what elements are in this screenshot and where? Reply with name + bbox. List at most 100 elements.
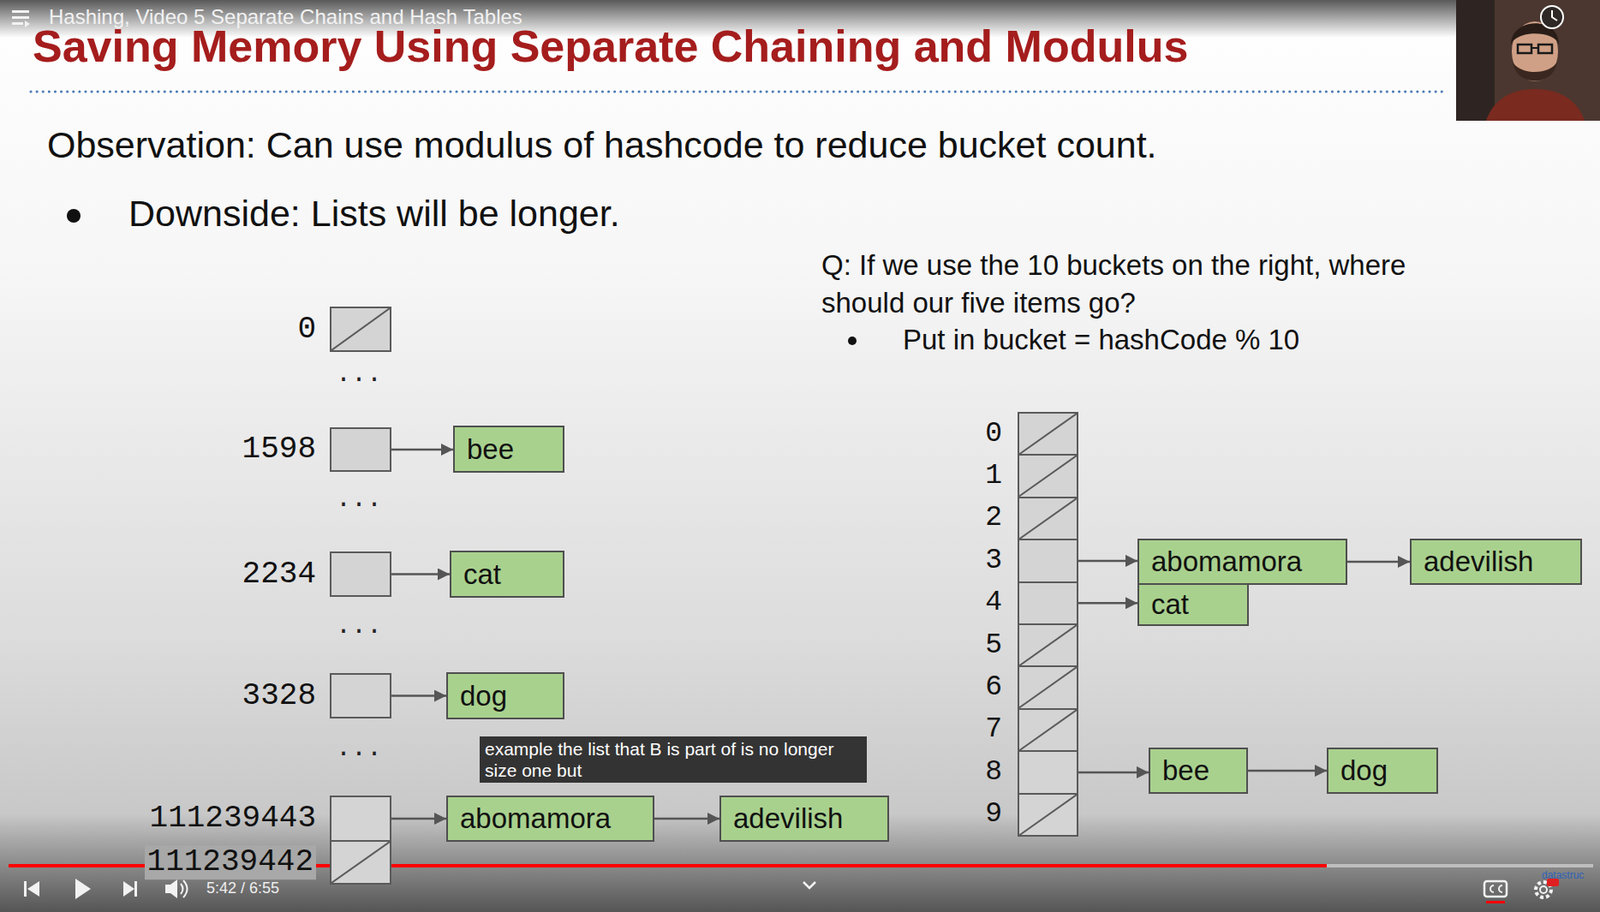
dotted-rule bbox=[30, 91, 1448, 93]
menu-icon bbox=[11, 16, 30, 19]
item-text: cat bbox=[1139, 588, 1201, 621]
hash-bucket: 111239442 bbox=[329, 840, 392, 885]
hash-bucket: 0 bbox=[329, 306, 392, 353]
null-slash bbox=[331, 308, 390, 351]
null-slash bbox=[1019, 794, 1077, 836]
null-slash bbox=[1019, 667, 1077, 708]
hash-bucket: 5 bbox=[1017, 623, 1079, 668]
list-item-box: abomamora bbox=[1137, 538, 1348, 586]
player-controls bbox=[123, 881, 135, 897]
webcam-picture bbox=[1517, 44, 1532, 54]
player-controls bbox=[1490, 885, 1494, 893]
webcam-picture bbox=[1511, 21, 1559, 82]
clock-icon bbox=[1540, 5, 1564, 29]
null-slash bbox=[1019, 413, 1077, 454]
list-item-box: abomamora bbox=[446, 795, 655, 842]
item-text: dog bbox=[447, 680, 520, 713]
item-text: abomamora bbox=[447, 802, 623, 836]
webcam-picture bbox=[1456, 0, 1495, 121]
player-controls bbox=[170, 879, 178, 899]
bullet-text: Downside: Lists will be longer. bbox=[128, 192, 621, 235]
null-slash bbox=[1019, 710, 1077, 751]
bucket-index: 0 bbox=[297, 312, 317, 347]
dotted-rule bbox=[30, 90, 1448, 94]
item-text: cat bbox=[451, 558, 514, 592]
null-slash bbox=[331, 308, 390, 351]
bucket-index: 111239443 bbox=[149, 801, 317, 836]
list-item-box: cat bbox=[449, 550, 565, 598]
watermark: datastruc bbox=[1541, 869, 1584, 882]
null-slash bbox=[331, 841, 390, 884]
bucket-index: 8 bbox=[985, 757, 1003, 789]
menu-icon bbox=[11, 10, 30, 28]
hash-bucket: 7 bbox=[1017, 708, 1079, 753]
null-slash bbox=[1019, 413, 1077, 454]
ellipsis: ... bbox=[335, 359, 383, 389]
pointer-arrow bbox=[1347, 561, 1410, 564]
ellipsis: ... bbox=[335, 484, 383, 514]
menu-icon bbox=[11, 10, 30, 13]
bucket-index: 4 bbox=[985, 587, 1003, 619]
hash-bucket: 8 bbox=[1017, 750, 1079, 795]
hash-bucket: 9 bbox=[1017, 793, 1079, 837]
bucket-index: 3 bbox=[985, 545, 1003, 577]
time-display: 5:42 / 6:55 bbox=[206, 879, 280, 898]
item-text: adevilish bbox=[1411, 545, 1546, 579]
hash-bucket: 1598 bbox=[329, 427, 392, 472]
hash-bucket: 6 bbox=[1017, 665, 1079, 710]
hash-bucket: 0 bbox=[1017, 411, 1079, 456]
hash-bucket: 2234 bbox=[329, 551, 392, 598]
bucket-index: 0 bbox=[985, 418, 1003, 450]
menu-icon bbox=[24, 20, 30, 28]
list-item-box: bee bbox=[1148, 747, 1248, 795]
hash-bucket: 4 bbox=[1017, 581, 1079, 626]
bucket-index: 1598 bbox=[242, 432, 317, 467]
webcam-picture bbox=[1538, 44, 1553, 54]
hash-bucket: 2 bbox=[1017, 496, 1079, 541]
player-controls bbox=[165, 884, 171, 894]
list-item-box: adevilish bbox=[719, 795, 890, 842]
null-slash bbox=[1019, 794, 1077, 836]
player-controls bbox=[75, 878, 91, 900]
bucket-index: 6 bbox=[985, 672, 1003, 704]
pointer-arrow bbox=[654, 817, 720, 821]
null-slash bbox=[1019, 667, 1077, 708]
hash-bucket: 1 bbox=[1017, 453, 1079, 498]
item-text: abomamora bbox=[1139, 545, 1314, 579]
player-controls bbox=[134, 881, 138, 897]
menu-icon bbox=[11, 22, 24, 25]
hash-bucket: 3 bbox=[1017, 538, 1079, 583]
pointer-arrow bbox=[1247, 770, 1327, 773]
null-slash bbox=[1019, 455, 1077, 496]
ellipsis: ... bbox=[335, 611, 383, 641]
null-slash bbox=[1019, 498, 1077, 539]
video-title: Hashing, Video 5 Separate Chains and Has… bbox=[48, 5, 523, 30]
observation-text: Observation: Can use modulus of hashcode… bbox=[47, 124, 1158, 167]
player-controls bbox=[23, 881, 27, 897]
bucket-index: 2 bbox=[985, 502, 1003, 534]
player-controls bbox=[183, 880, 188, 898]
null-slash bbox=[1019, 498, 1077, 539]
null-slash bbox=[1019, 710, 1077, 751]
webcam-picture bbox=[1531, 47, 1539, 49]
list-item-box: cat bbox=[1137, 583, 1249, 627]
ellipsis: ... bbox=[335, 734, 383, 764]
item-text: adevilish bbox=[721, 802, 855, 836]
list-item-box: dog bbox=[446, 672, 565, 720]
clock-icon bbox=[1540, 5, 1564, 29]
item-text: bee bbox=[454, 433, 526, 466]
bucket-index: 7 bbox=[985, 714, 1003, 746]
player-controls bbox=[1484, 881, 1507, 897]
webcam-picture bbox=[1512, 61, 1558, 82]
list-item-box: adevilish bbox=[1409, 538, 1583, 586]
player-controls bbox=[1498, 885, 1503, 893]
player-controls bbox=[1540, 886, 1547, 894]
player-controls bbox=[1486, 901, 1505, 904]
bucket-index: 5 bbox=[985, 630, 1003, 662]
player-controls bbox=[803, 882, 816, 889]
caption-subtitle: example the list that B is part of is no… bbox=[479, 736, 867, 783]
null-slash bbox=[1019, 625, 1077, 666]
list-item-box: bee bbox=[453, 425, 565, 473]
player-controls bbox=[27, 881, 40, 897]
null-slash bbox=[331, 841, 390, 884]
